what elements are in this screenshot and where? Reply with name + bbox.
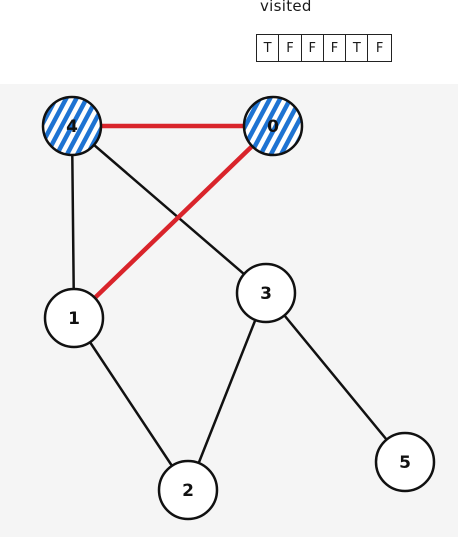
visited-cell-5: F — [375, 40, 384, 56]
node-3: 3 — [235, 262, 297, 324]
visited-label: visited — [260, 0, 312, 15]
edge-3-5 — [264, 291, 407, 464]
node-1: 1 — [43, 287, 105, 349]
node-label-4: 4 — [66, 117, 78, 137]
graph-canvas: 4 0 1 3 2 5 — [0, 84, 458, 537]
node-label-1: 1 — [68, 309, 80, 329]
visited-cell-3: F — [324, 35, 347, 61]
node-label-3: 3 — [260, 284, 272, 304]
node-label-2: 2 — [182, 481, 194, 501]
node-circle-3 — [235, 262, 297, 324]
node-circle-0 — [242, 95, 304, 157]
node-circle-4 — [41, 95, 103, 157]
visited-cell-2: F — [302, 35, 324, 61]
edge-4-3 — [70, 124, 268, 295]
nodes-layer: 4 0 1 3 2 5 — [41, 95, 436, 521]
node-label-0: 0 — [267, 117, 279, 137]
node-label-5: 5 — [399, 453, 411, 473]
node-circle-5 — [374, 431, 436, 493]
node-2: 2 — [157, 459, 219, 521]
graph-svg: 4 0 1 3 2 5 — [41, 95, 436, 521]
edge-3-2 — [186, 291, 268, 492]
edge-0-1 — [71, 123, 276, 321]
node-4: 4 — [41, 95, 103, 157]
edge-1-2 — [72, 316, 190, 492]
node-circle-1 — [43, 287, 105, 349]
edge-4-1 — [70, 124, 76, 320]
visited-cell-1: F — [279, 35, 302, 61]
node-0: 0 — [242, 95, 304, 157]
node-circle-2 — [157, 459, 219, 521]
visited-cell-4: T — [346, 35, 369, 61]
visited-array: T F F F T F — [256, 34, 392, 62]
node-5: 5 — [374, 431, 436, 493]
edges-layer — [69, 123, 407, 492]
visited-cell-0: T — [257, 35, 280, 61]
